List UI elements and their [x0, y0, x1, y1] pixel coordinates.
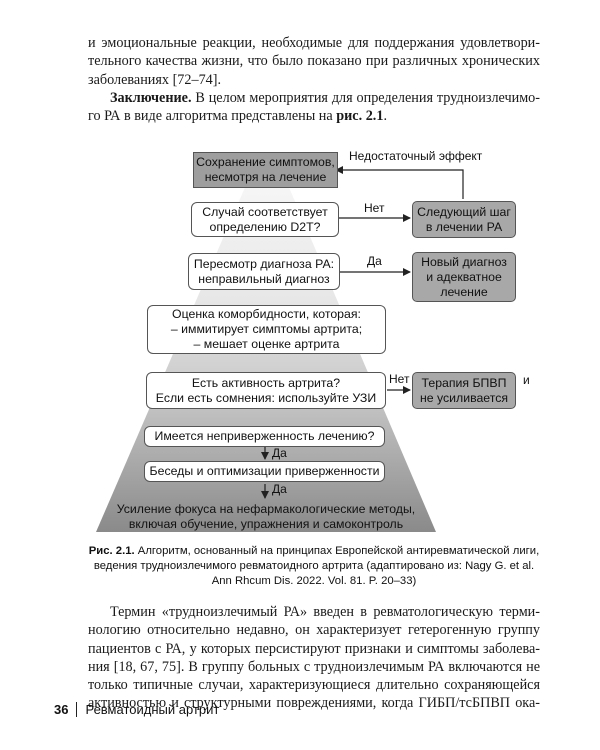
- text-line: заболеваниях [72–74].: [88, 71, 222, 88]
- conclusion-text: го РА в виде алгоритма представлены на: [88, 108, 337, 125]
- text-line: только типичные случаи, характеризующиес…: [88, 677, 540, 694]
- activity-question-box: Есть активность артрита?Если есть сомнен…: [146, 372, 386, 409]
- yes-label-3: Да: [272, 482, 287, 496]
- text-line: ния [18, 67, 75]. В группу больных с тру…: [88, 658, 540, 675]
- figure-caption: Рис. 2.1. Алгоритм, основанный на принци…: [88, 544, 540, 589]
- text-line: Заключение. В целом мероприятия для опре…: [88, 89, 540, 107]
- text-line: го РА в виде алгоритма представлены на р…: [88, 107, 540, 125]
- text-line: пациентов с РА, у которых персистируют п…: [88, 640, 540, 657]
- conversations-box: Беседы и оптимизации приверженности: [144, 461, 385, 482]
- caption-label: Рис. 2.1.: [88, 545, 135, 557]
- text-line: тельного качества жизни, что было показа…: [88, 53, 540, 70]
- reconsider-diagnosis-box: Пересмотр диагноза РА:неправильный диагн…: [188, 253, 340, 290]
- conclusion-text: .: [383, 108, 387, 125]
- arrow-feedback: [335, 166, 464, 199]
- paragraph-bottom: Термин «трудноизлечимый РА» введен в рев…: [88, 603, 540, 713]
- nonadherence-box: Имеется неприверженность лечению?: [144, 426, 385, 447]
- text-line: нологию относительно недавно, он характе…: [88, 622, 540, 639]
- conclusion-label: Заключение.: [110, 90, 192, 106]
- no-label-1: Нет: [364, 201, 385, 215]
- text-line: активностью и структурными повреждениями…: [88, 695, 540, 712]
- figure-reference: рис. 2.1: [336, 108, 384, 125]
- page-footer: 36 Ревматоидный артрит: [54, 702, 219, 717]
- caption-line: Рис. 2.1. Алгоритм, основанный на принци…: [88, 544, 540, 559]
- and-label: и: [523, 373, 530, 387]
- symptoms-box: Сохранение симптомов,несмотря на лечение: [193, 152, 338, 188]
- caption-line: ведения трудноизлечимого ревматоидного а…: [93, 560, 535, 572]
- caption-text: Алгоритм, основанный на принципах Европе…: [134, 545, 540, 557]
- page-number: 36: [54, 702, 78, 717]
- paragraph-top: и эмоциональные реакции, необходимые для…: [88, 34, 540, 89]
- figure-algorithm: Сохранение симптомов,несмотря на лечение…: [96, 149, 530, 532]
- no-label-2: Нет: [389, 372, 410, 386]
- yes-label-1: Да: [367, 254, 382, 268]
- caption-line: Ann Rhcum Dis. 2022. Vol. 81. P. 20–33): [211, 575, 417, 587]
- focus-box: Усиление фокуса на нефармакологические м…: [116, 502, 416, 531]
- paragraph-conclusion: Заключение. В целом мероприятия для опре…: [88, 89, 540, 126]
- conclusion-text: В целом мероприятия для определения труд…: [191, 90, 540, 106]
- text-line: Термин «трудноизлечимый РА» введен в рев…: [110, 604, 540, 620]
- text-line: и эмоциональные реакции, необходимые для…: [88, 35, 540, 51]
- insufficient-effect-label: Недостаточный эффект: [349, 149, 483, 163]
- running-title: Ревматоидный артрит: [85, 702, 220, 717]
- yes-label-2: Да: [272, 446, 287, 460]
- comorbidity-box: Оценка коморбидности, которая:– иммитиру…: [147, 305, 386, 354]
